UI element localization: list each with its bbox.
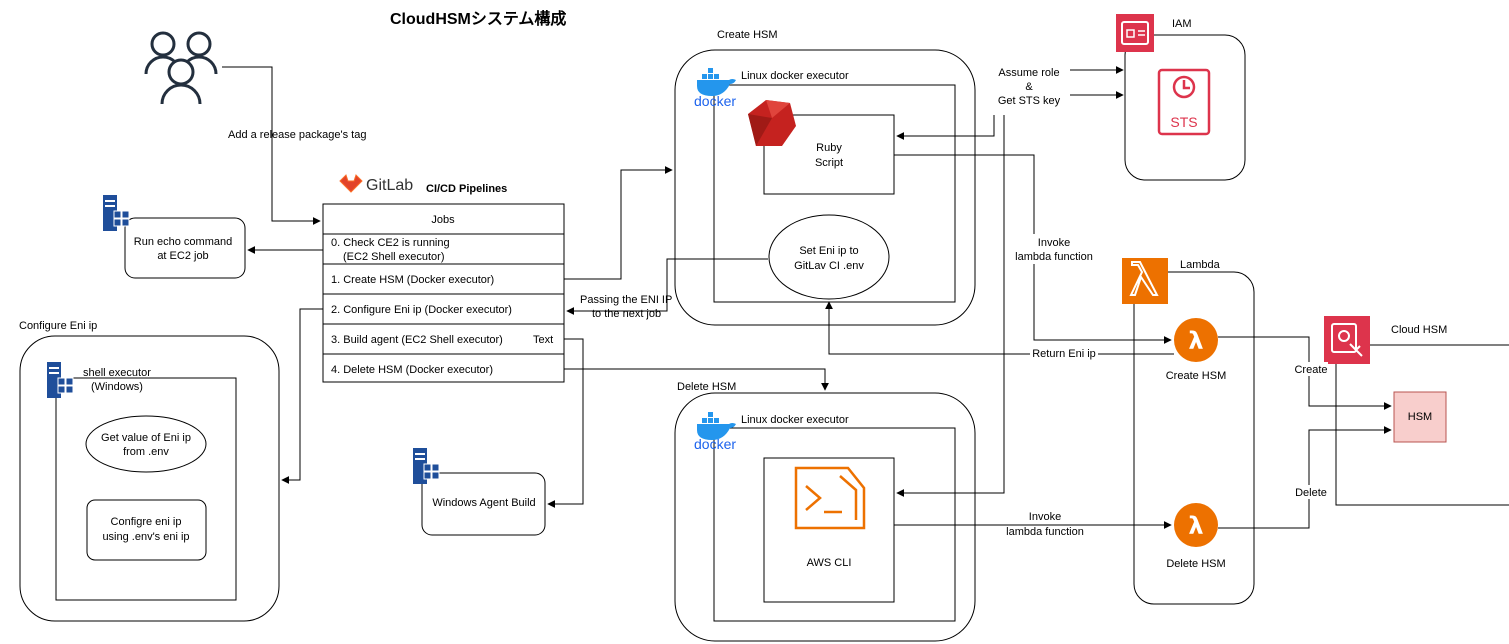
edge-job3-to-agent <box>547 338 584 508</box>
cloudhsm-icon <box>1324 316 1370 364</box>
ruby-script-line1: Ruby <box>816 142 842 154</box>
job-1-label[interactable]: 1. Create HSM (Docker executor) <box>331 274 494 286</box>
iam-label: IAM <box>1172 18 1192 30</box>
passing-eni-line2: to the next job <box>592 308 661 320</box>
return-eni-label: Return Eni ip <box>1032 348 1096 360</box>
docker-icon <box>697 412 736 440</box>
ec2-echo-box <box>124 217 246 279</box>
invoke1-line1: Invoke <box>1038 237 1070 249</box>
lambda-function-icon: λ <box>1174 318 1218 362</box>
delete-executor-label: Linux docker executor <box>741 414 849 426</box>
job-4-label[interactable]: 4. Delete HSM (Docker executor) <box>331 364 493 376</box>
windows-server-icon <box>413 448 440 484</box>
delete-docker-text: docker <box>694 436 736 452</box>
job-2-label[interactable]: 2. Configure Eni ip (Docker executor) <box>331 304 512 316</box>
set-eni-node <box>768 214 890 300</box>
create-docker-text: docker <box>694 93 736 109</box>
cloudhsm-label: Cloud HSM <box>1391 324 1447 336</box>
pipelines-label: CI/CD Pipelines <box>426 183 507 195</box>
edge-job2-to-configure <box>281 308 323 484</box>
passing-eni-line1: Passing the ENI IP <box>580 294 672 306</box>
delete-edge-label: Delete <box>1295 487 1327 499</box>
lambda-function-icon: λ <box>1174 503 1218 547</box>
job-0-line1[interactable]: 0. Check CE2 is running <box>331 237 450 249</box>
users-icon <box>144 31 218 105</box>
invoke1-line2: lambda function <box>1015 251 1093 263</box>
configure-eni-node <box>86 499 207 561</box>
edge-label-release-tag: Add a release package's tag <box>228 129 366 141</box>
hsm-label: HSM <box>1408 411 1432 423</box>
ruby-icon <box>748 100 796 146</box>
create-executor-label: Linux docker executor <box>741 70 849 82</box>
edge-sts-to-ruby <box>896 115 995 140</box>
windows-server-icon <box>47 362 74 398</box>
iam-group <box>1124 34 1246 181</box>
lambda-label: Lambda <box>1180 259 1221 271</box>
docker-icon <box>697 68 736 96</box>
lambda-delete-hsm-label: Delete HSM <box>1166 558 1225 570</box>
get-eni-value-line2: from .env <box>123 446 169 458</box>
windows-server-icon <box>103 195 130 231</box>
svg-text:λ: λ <box>1188 512 1203 540</box>
shell-executor-line1: shell executor <box>83 367 151 379</box>
windows-agent-label: Windows Agent Build <box>432 497 535 509</box>
invoke2-line2: lambda function <box>1006 526 1084 538</box>
job-3-label[interactable]: 3. Build agent (EC2 Shell executor) <box>331 334 503 346</box>
configure-eni-line1: Configre eni ip <box>111 516 182 528</box>
set-eni-line2: GitLav CI .env <box>794 260 864 272</box>
jobs-header: Jobs <box>431 214 455 226</box>
ec2-echo-line1: Run echo command <box>134 236 232 248</box>
edge-users-to-jobs <box>222 66 321 225</box>
iam-icon <box>1116 14 1154 52</box>
job-3-extra-text: Text <box>533 334 553 346</box>
create-edge-label: Create <box>1294 364 1327 376</box>
gitlab-logo-text: GitLab <box>366 177 413 194</box>
lambda-service-icon <box>1122 258 1168 304</box>
shell-executor-line2: (Windows) <box>91 381 143 393</box>
lambda-create-hsm-label: Create HSM <box>1166 370 1227 382</box>
assume-line3: Get STS key <box>998 95 1061 107</box>
svg-text:λ: λ <box>1188 327 1203 355</box>
job-0-line2[interactable]: (EC2 Shell executor) <box>343 251 445 263</box>
create-hsm-group-label: Create HSM <box>717 29 778 41</box>
configure-eni-line2: using .env's eni ip <box>102 531 189 543</box>
sts-text: STS <box>1170 114 1197 130</box>
gitlab-logo-icon <box>339 174 363 193</box>
aws-cli-label: AWS CLI <box>807 557 852 569</box>
assume-line2: & <box>1025 81 1033 93</box>
edge-job1-to-create <box>564 166 673 280</box>
aws-cli-box <box>763 457 895 603</box>
edge-sts-to-cli <box>896 115 1005 497</box>
edge-job4-to-delete <box>564 368 829 391</box>
ruby-script-line2: Script <box>815 157 843 169</box>
sts-icon <box>1157 68 1211 136</box>
jobs-table <box>322 203 565 383</box>
get-eni-value-line1: Get value of Eni ip <box>101 432 191 444</box>
edge-lambda-delete-to-hsm <box>1218 426 1392 529</box>
shell-executor-box <box>55 377 237 601</box>
get-eni-value-node <box>85 415 207 473</box>
delete-hsm-group-label: Delete HSM <box>677 381 736 393</box>
invoke2-line1: Invoke <box>1029 511 1061 523</box>
assume-line1: Assume role <box>998 67 1059 79</box>
hsm-node <box>1393 391 1447 443</box>
diagram-title: CloudHSMシステム構成 <box>390 9 566 28</box>
edge-seteni-to-job2 <box>566 258 768 315</box>
aws-cli-icon <box>794 466 866 530</box>
windows-agent-box <box>421 472 546 536</box>
set-eni-line1: Set Eni ip to <box>799 245 858 257</box>
ec2-echo-line2: at EC2 job <box>157 250 208 262</box>
configure-eni-group-label: Configure Eni ip <box>19 320 97 332</box>
